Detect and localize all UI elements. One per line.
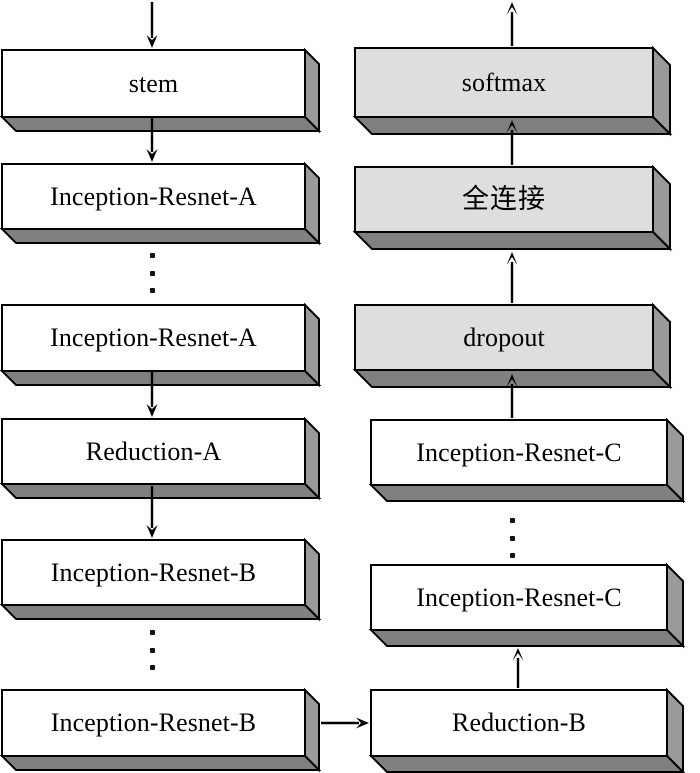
block-bottom-face [368, 629, 686, 647]
arrow-c-to-dropout [500, 372, 524, 420]
block-bottom-face [368, 755, 686, 773]
block-front-face [1, 418, 306, 485]
arrow-b-to-reduction-b [319, 711, 371, 735]
ellipsis-dot [149, 647, 155, 653]
vertical-ellipsis-ellipsis-c [509, 518, 515, 558]
block-front-face [354, 47, 654, 118]
ellipsis-dot [149, 253, 155, 258]
block-fully-connected[interactable]: 全连接 [352, 164, 673, 252]
block-reduction-b[interactable]: Reduction-B [368, 687, 686, 773]
block-front-face [1, 163, 306, 230]
block-inception-resnet-c-2[interactable]: Inception-Resnet-C [368, 562, 686, 649]
block-front-face [370, 419, 668, 486]
block-inception-resnet-a-1[interactable]: Inception-Resnet-A [0, 161, 322, 246]
arrow-dropout-to-fc [500, 250, 524, 305]
ellipsis-dot [149, 270, 155, 276]
arrow-input-arrow [140, 0, 164, 50]
block-front-face [370, 564, 668, 631]
block-front-face [354, 304, 654, 371]
block-bottom-face [352, 231, 673, 250]
arrow-reduction-b-to-c [506, 646, 530, 690]
arrow-a-to-reduction-a [140, 370, 164, 419]
block-front-face [370, 689, 668, 757]
arrow-fc-to-softmax [500, 118, 524, 167]
block-front-face [1, 539, 306, 606]
block-bottom-face [0, 604, 322, 620]
block-bottom-face [0, 755, 322, 771]
block-front-face [354, 166, 654, 233]
block-inception-resnet-b-1[interactable]: Inception-Resnet-B [0, 537, 322, 622]
arrow-reduction-a-to-b [140, 484, 164, 540]
block-front-face [1, 49, 306, 118]
ellipsis-dot [149, 665, 155, 670]
block-inception-resnet-b-2[interactable]: Inception-Resnet-B [0, 687, 322, 773]
ellipsis-dot [509, 518, 515, 523]
ellipsis-dot [149, 288, 155, 293]
arrow-softmax-output [500, 0, 524, 48]
ellipsis-dot [149, 630, 155, 635]
vertical-ellipsis-ellipsis-a [149, 253, 155, 293]
ellipsis-dot [509, 535, 515, 541]
block-bottom-face [368, 484, 686, 502]
block-bottom-face [0, 228, 322, 244]
block-front-face [1, 689, 306, 757]
arrow-stem-to-a [140, 116, 164, 164]
vertical-ellipsis-ellipsis-b [149, 630, 155, 670]
block-inception-resnet-c-1[interactable]: Inception-Resnet-C [368, 417, 686, 504]
ellipsis-dot [509, 553, 515, 558]
block-front-face [1, 304, 306, 372]
